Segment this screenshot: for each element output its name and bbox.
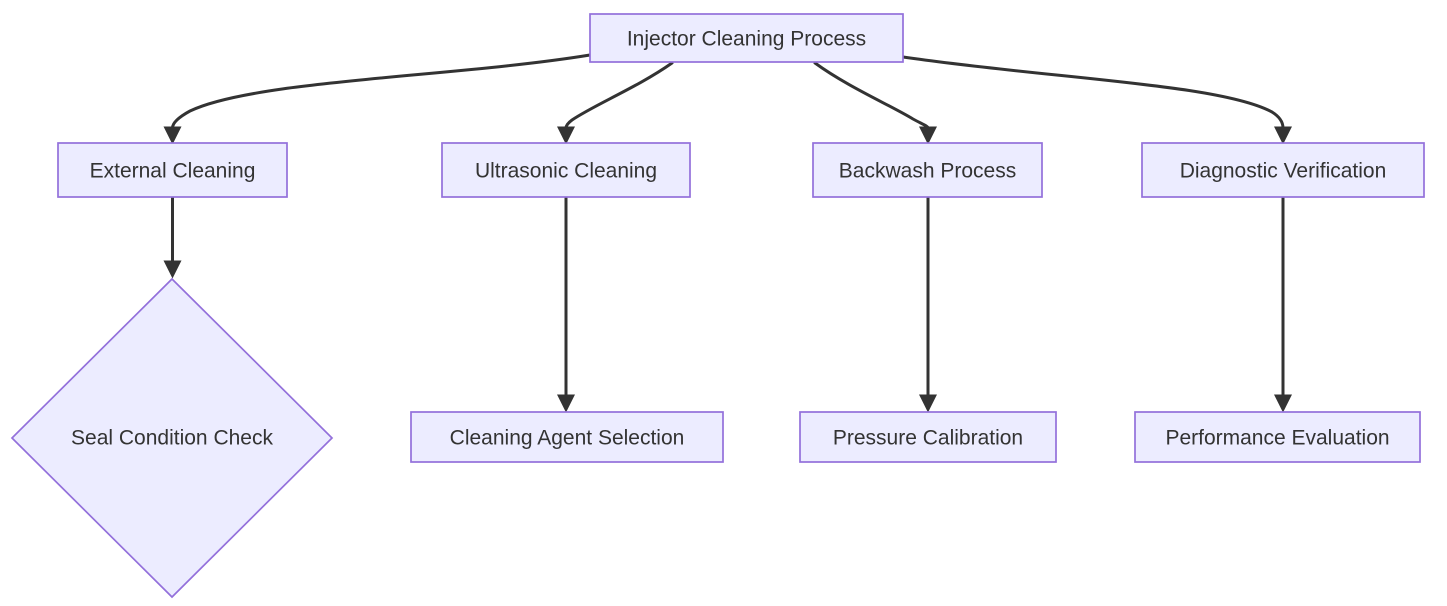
edge-root-backwash	[813, 61, 937, 145]
node-box	[1134, 411, 1421, 463]
node-pressure-calibration: Pressure Calibration	[799, 411, 1057, 463]
node-label: Ultrasonic Cleaning	[475, 160, 657, 183]
node-label: Cleaning Agent Selection	[450, 427, 685, 450]
edges-layer	[163, 53, 1292, 413]
node-performance-evaluation: Performance Evaluation	[1134, 411, 1421, 463]
edge-root-ultrasonic	[557, 61, 674, 145]
node-box	[57, 142, 288, 198]
node-box	[410, 411, 724, 463]
nodes-layer: Injector Cleaning Process External Clean…	[10, 13, 1425, 599]
node-ultrasonic-cleaning: Ultrasonic Cleaning	[441, 142, 691, 198]
node-box	[1141, 142, 1425, 198]
node-label: Diagnostic Verification	[1180, 160, 1387, 183]
node-label: Backwash Process	[839, 160, 1016, 183]
node-box	[441, 142, 691, 198]
node-diamond-shape	[10, 277, 334, 599]
node-label: Injector Cleaning Process	[627, 28, 866, 51]
node-box	[812, 142, 1043, 198]
node-label: Performance Evaluation	[1165, 427, 1389, 450]
node-box	[799, 411, 1057, 463]
node-diagnostic-verification: Diagnostic Verification	[1141, 142, 1425, 198]
node-seal-condition-check: Seal Condition Check	[10, 277, 334, 599]
node-box	[589, 13, 904, 63]
node-cleaning-agent-selection: Cleaning Agent Selection	[410, 411, 724, 463]
node-label: External Cleaning	[90, 160, 256, 183]
node-external-cleaning: External Cleaning	[57, 142, 288, 198]
node-injector-cleaning-process: Injector Cleaning Process	[589, 13, 904, 63]
edge-root-external	[163, 53, 592, 145]
node-backwash-process: Backwash Process	[812, 142, 1043, 198]
edge-root-diagnostic	[901, 55, 1292, 145]
node-label: Pressure Calibration	[833, 427, 1023, 450]
node-label: Seal Condition Check	[71, 427, 273, 450]
